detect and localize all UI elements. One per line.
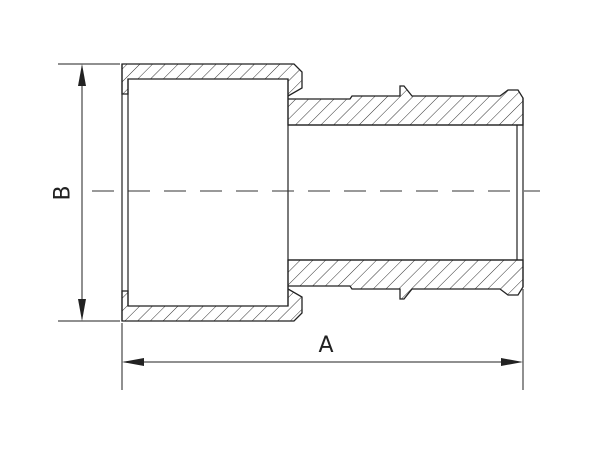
top-wall-section [121,63,524,126]
arrow-b-bottom [78,299,86,321]
arrow-a-right [501,358,523,366]
dimension-b-label: B [51,185,76,200]
arrow-b-top [78,64,86,86]
dimension-a-label: A [318,333,333,358]
bottom-wall-section [121,259,524,322]
arrow-a-left [122,358,144,366]
